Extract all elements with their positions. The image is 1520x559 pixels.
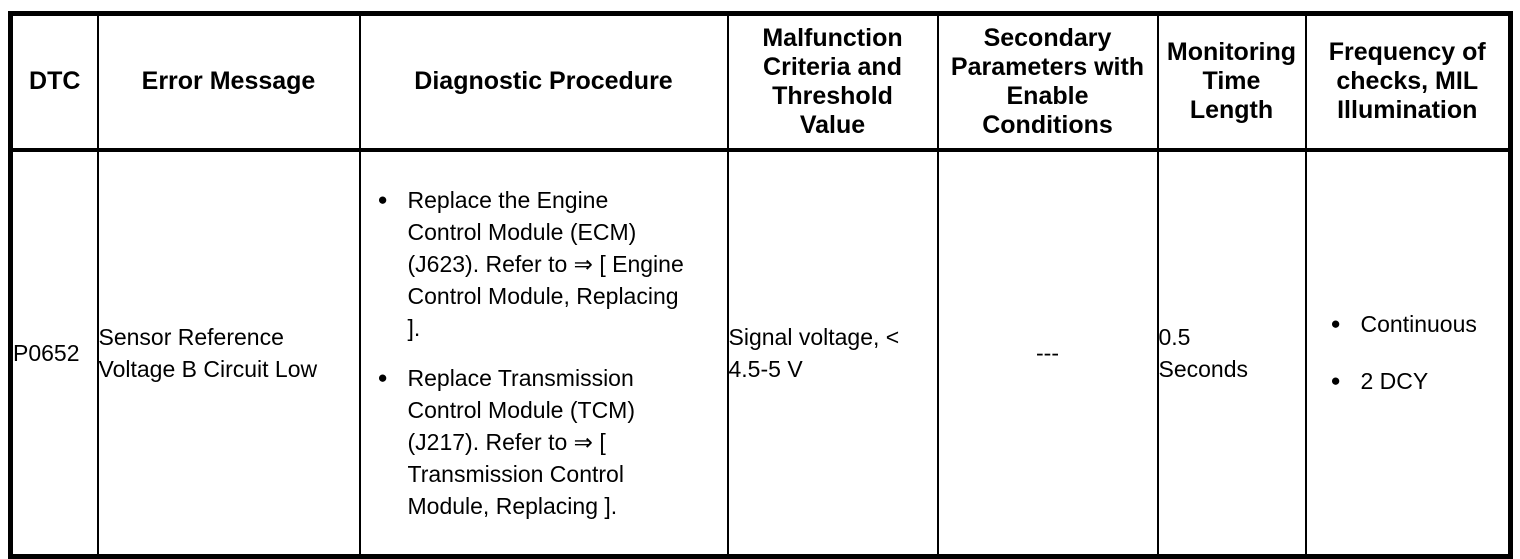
dtc-table: DTC Error Message Diagnostic Procedure M… [8, 11, 1513, 559]
bullet-item: ● Continuous [1308, 308, 1509, 340]
frequency-mil-list: ● Continuous ● 2 DCY [1308, 308, 1509, 397]
column-header-error-message: Error Message [96, 12, 361, 152]
column-header-diagnostic-procedure: Diagnostic Procedure [358, 12, 729, 152]
cell-error-message: Sensor Reference Voltage B Circuit Low [96, 148, 361, 557]
bullet-item: ● Replace the Engine Control Module (ECM)… [362, 184, 726, 344]
cell-frequency-mil: ● Continuous ● 2 DCY [1304, 148, 1512, 557]
cell-diagnostic-procedure: ● Replace the Engine Control Module (ECM)… [358, 148, 729, 557]
bullet-icon: ● [1330, 371, 1341, 390]
dtc-table-container: DTC Error Message Diagnostic Procedure M… [8, 11, 1513, 559]
bullet-text: Continuous [1360, 311, 1477, 337]
bullet-icon: ● [377, 189, 388, 209]
bullet-text: Replace Transmission Control Module (TCM… [407, 364, 636, 519]
cell-dtc: P0652 [9, 148, 99, 557]
column-header-frequency-mil: Frequency of checks, MIL Illumination [1304, 12, 1512, 152]
column-header-secondary-parameters: Secondary Parameters with Enable Conditi… [936, 12, 1159, 152]
cell-malfunction-criteria: Signal voltage, < 4.5-5 V [726, 148, 939, 557]
header-row: DTC Error Message Diagnostic Procedure M… [9, 12, 1512, 152]
table-row: P0652 Sensor Reference Voltage B Circuit… [9, 148, 1512, 557]
bullet-text: Replace the Engine Control Module (ECM) … [407, 186, 684, 341]
bullet-icon: ● [1330, 314, 1341, 333]
diagnostic-procedure-list: ● Replace the Engine Control Module (ECM)… [362, 184, 726, 522]
bullet-item: ● 2 DCY [1308, 365, 1509, 397]
bullet-text: 2 DCY [1360, 368, 1429, 394]
column-header-monitoring-time: Monitoring Time Length [1156, 12, 1307, 152]
bullet-item: ● Replace Transmission Control Module (TC… [362, 362, 726, 522]
cell-monitoring-time: 0.5 Seconds [1156, 148, 1307, 557]
bullet-icon: ● [377, 367, 388, 387]
column-header-dtc: DTC [9, 12, 99, 152]
cell-secondary-parameters: --- [936, 148, 1159, 557]
column-header-malfunction-criteria: Malfunction Criteria and Threshold Value [726, 12, 939, 152]
